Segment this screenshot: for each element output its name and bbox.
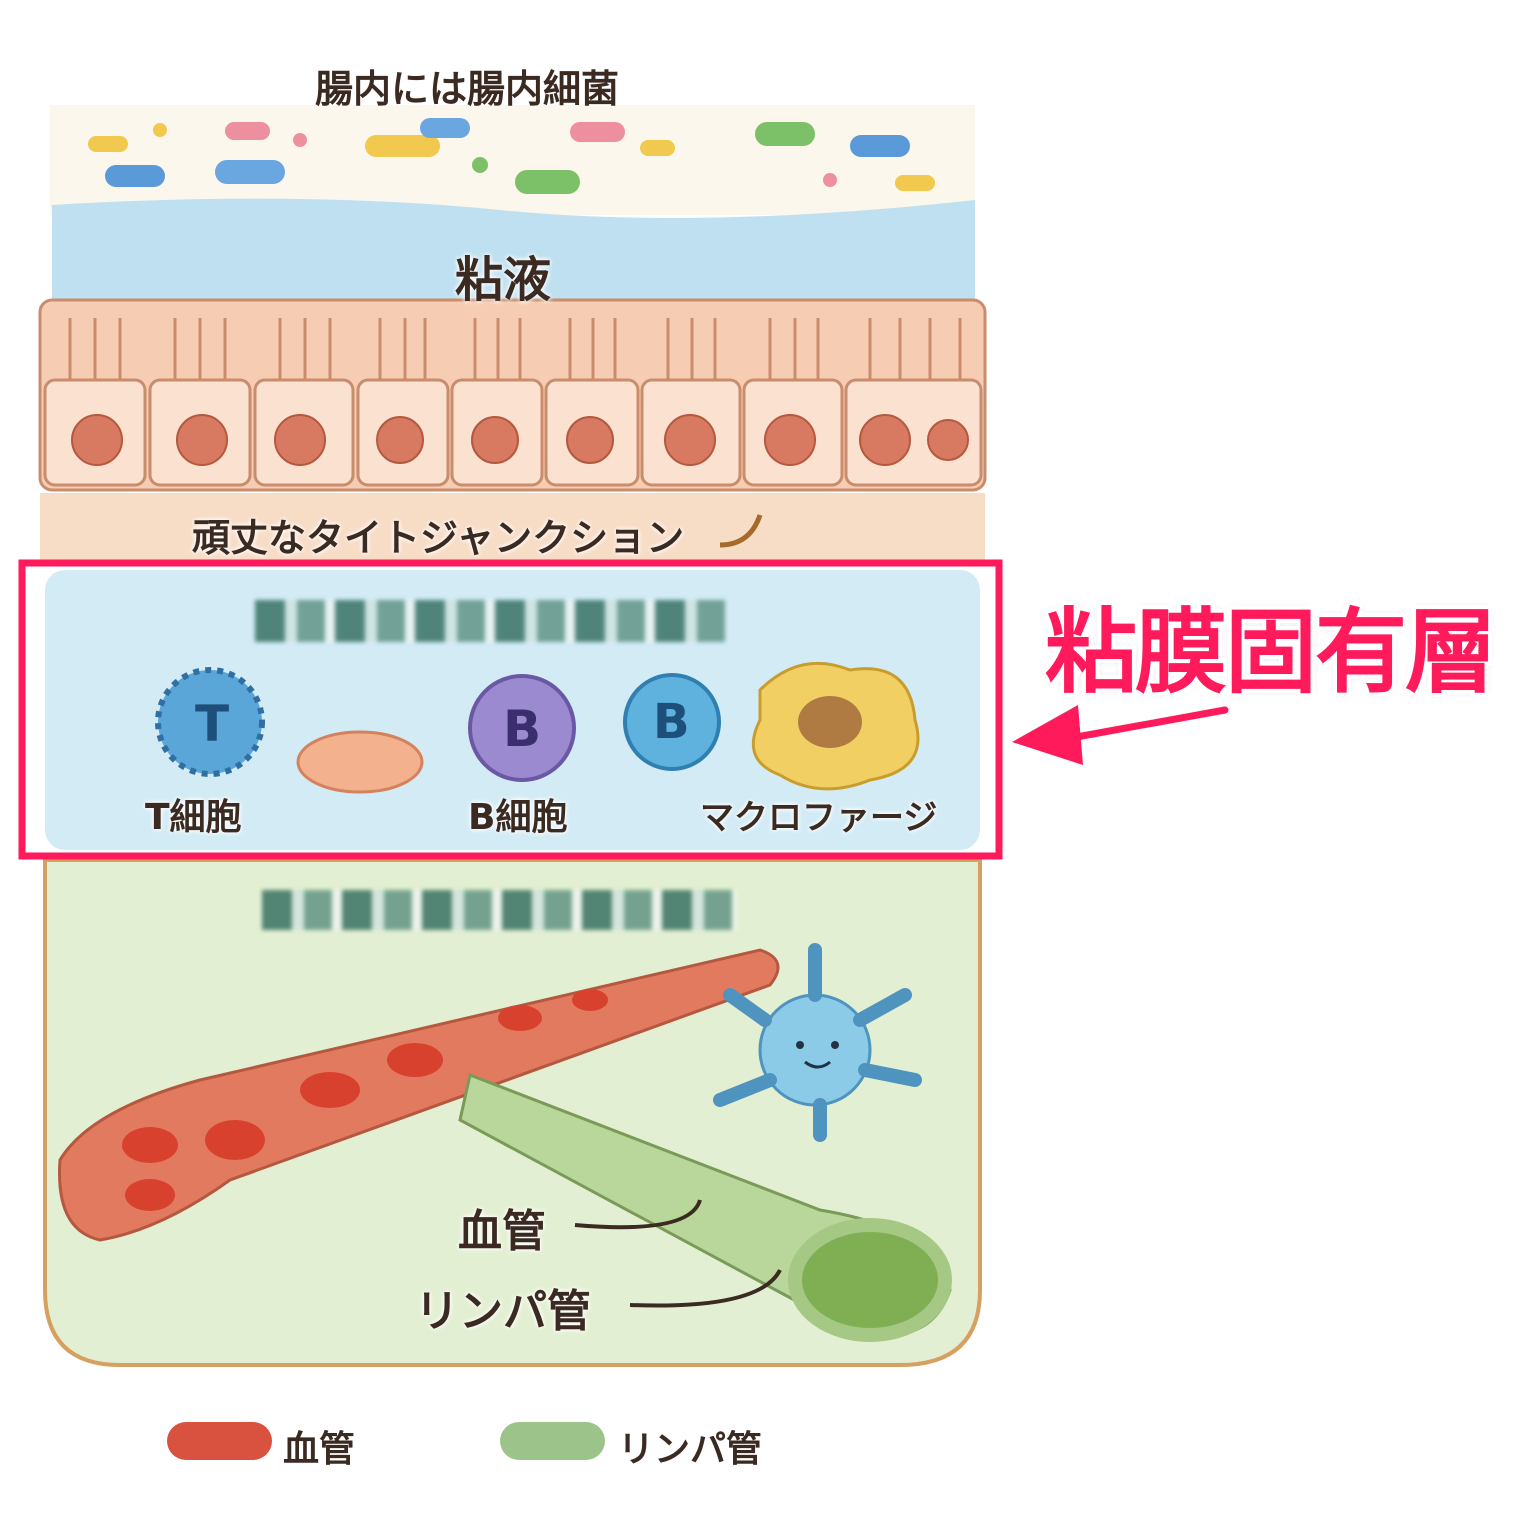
- legend-label-lymph-vessel: リンパ管: [618, 1429, 763, 1470]
- redacted-label: [255, 600, 725, 642]
- lumen-band: [50, 105, 975, 215]
- callout-arrow-icon: [1012, 705, 1229, 765]
- b-cell-icon-2: [623, 673, 721, 771]
- title: 腸内には腸内細菌: [315, 67, 620, 111]
- t-cell-letter: T: [195, 695, 230, 753]
- epithelial-cells: [38, 298, 987, 492]
- mucus-label: 粘液: [455, 252, 552, 308]
- lamina-propria-highlight-box: [18, 559, 1003, 860]
- dendritic-cell-icon: [713, 943, 922, 1142]
- legend-label-blood-vessel: 血管: [283, 1429, 356, 1470]
- legend-swatch-blood-vessel: [167, 1422, 272, 1460]
- tight-junction-band: [40, 493, 985, 563]
- b-cell-letter-2: B: [653, 694, 690, 750]
- plasma-cell-icon: [296, 730, 424, 794]
- legend-swatch-lymph-vessel: [500, 1422, 605, 1460]
- macrophage-label: マクロファージ: [700, 798, 938, 838]
- mucus-layer: [52, 198, 975, 300]
- b-cell-label: B細胞: [468, 797, 568, 838]
- b-cell-letter: B: [503, 700, 542, 758]
- b-cell-icon: [468, 674, 576, 782]
- t-cell-label: T細胞: [145, 797, 242, 838]
- macrophage-icon: [751, 661, 920, 791]
- blood-vessel: [58, 948, 780, 1242]
- redacted-label-2: [262, 890, 737, 930]
- tight-junction-label: 頑丈なタイトジャンクション: [192, 516, 685, 560]
- red-blood-cells: [122, 989, 608, 1211]
- lymph-vessel-lumen: [788, 1218, 952, 1342]
- lymph-vessel-label: リンパ管: [415, 1286, 591, 1337]
- t-cell-icon: [155, 667, 265, 777]
- blood-vessel-label: 血管: [458, 1206, 546, 1257]
- tight-junction-arrow-icon: [719, 514, 763, 548]
- bacteria: [88, 118, 935, 194]
- lamina-propria-callout: 粘膜固有層: [1045, 599, 1497, 706]
